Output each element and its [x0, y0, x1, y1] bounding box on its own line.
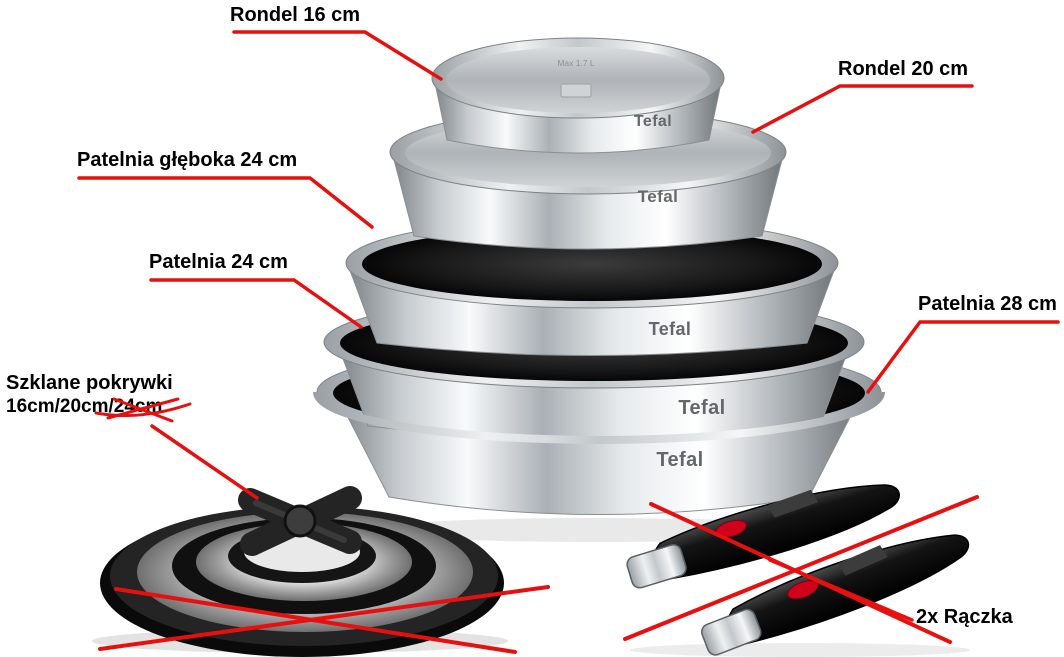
label-szklane-pokrywki: Szklane pokrywki 16cm/20cm/24cm	[6, 372, 173, 418]
lid-knob	[238, 486, 362, 556]
pokrywki-size-crossed: 24cm	[113, 396, 163, 417]
label-patelnia-24: Patelnia 24 cm	[149, 251, 288, 273]
tefal-logo: Tefal	[634, 113, 672, 130]
label-patelnia-28: Patelnia 28 cm	[918, 293, 1057, 315]
tefal-logo: Tefal	[649, 319, 692, 339]
label-pokrywki-line-1: Szklane pokrywki	[6, 372, 173, 394]
label-raczka: 2x Rączka	[916, 606, 1013, 628]
pokrywki-sizes: 16cm/20cm/	[6, 396, 114, 417]
saucepan-16: Max 1.7 L Tefal	[431, 37, 725, 154]
tefal-logo: Tefal	[638, 187, 678, 206]
tefal-logo: Tefal	[678, 397, 725, 419]
capacity-gauge-mark	[560, 83, 592, 98]
label-pokrywki-line-2: 16cm/20cm/24cm	[6, 395, 173, 418]
label-patelnia-gleboka-24: Patelnia głęboka 24 cm	[77, 149, 298, 171]
max-capacity-mark: Max 1.7 L	[557, 58, 595, 68]
frypan-28-front-rim	[313, 391, 885, 444]
label-rondel-16: Rondel 16 cm	[230, 4, 361, 26]
handles-shadow	[630, 643, 970, 657]
tefal-logo: Tefal	[656, 449, 703, 471]
label-rondel-20: Rondel 20 cm	[838, 58, 969, 80]
